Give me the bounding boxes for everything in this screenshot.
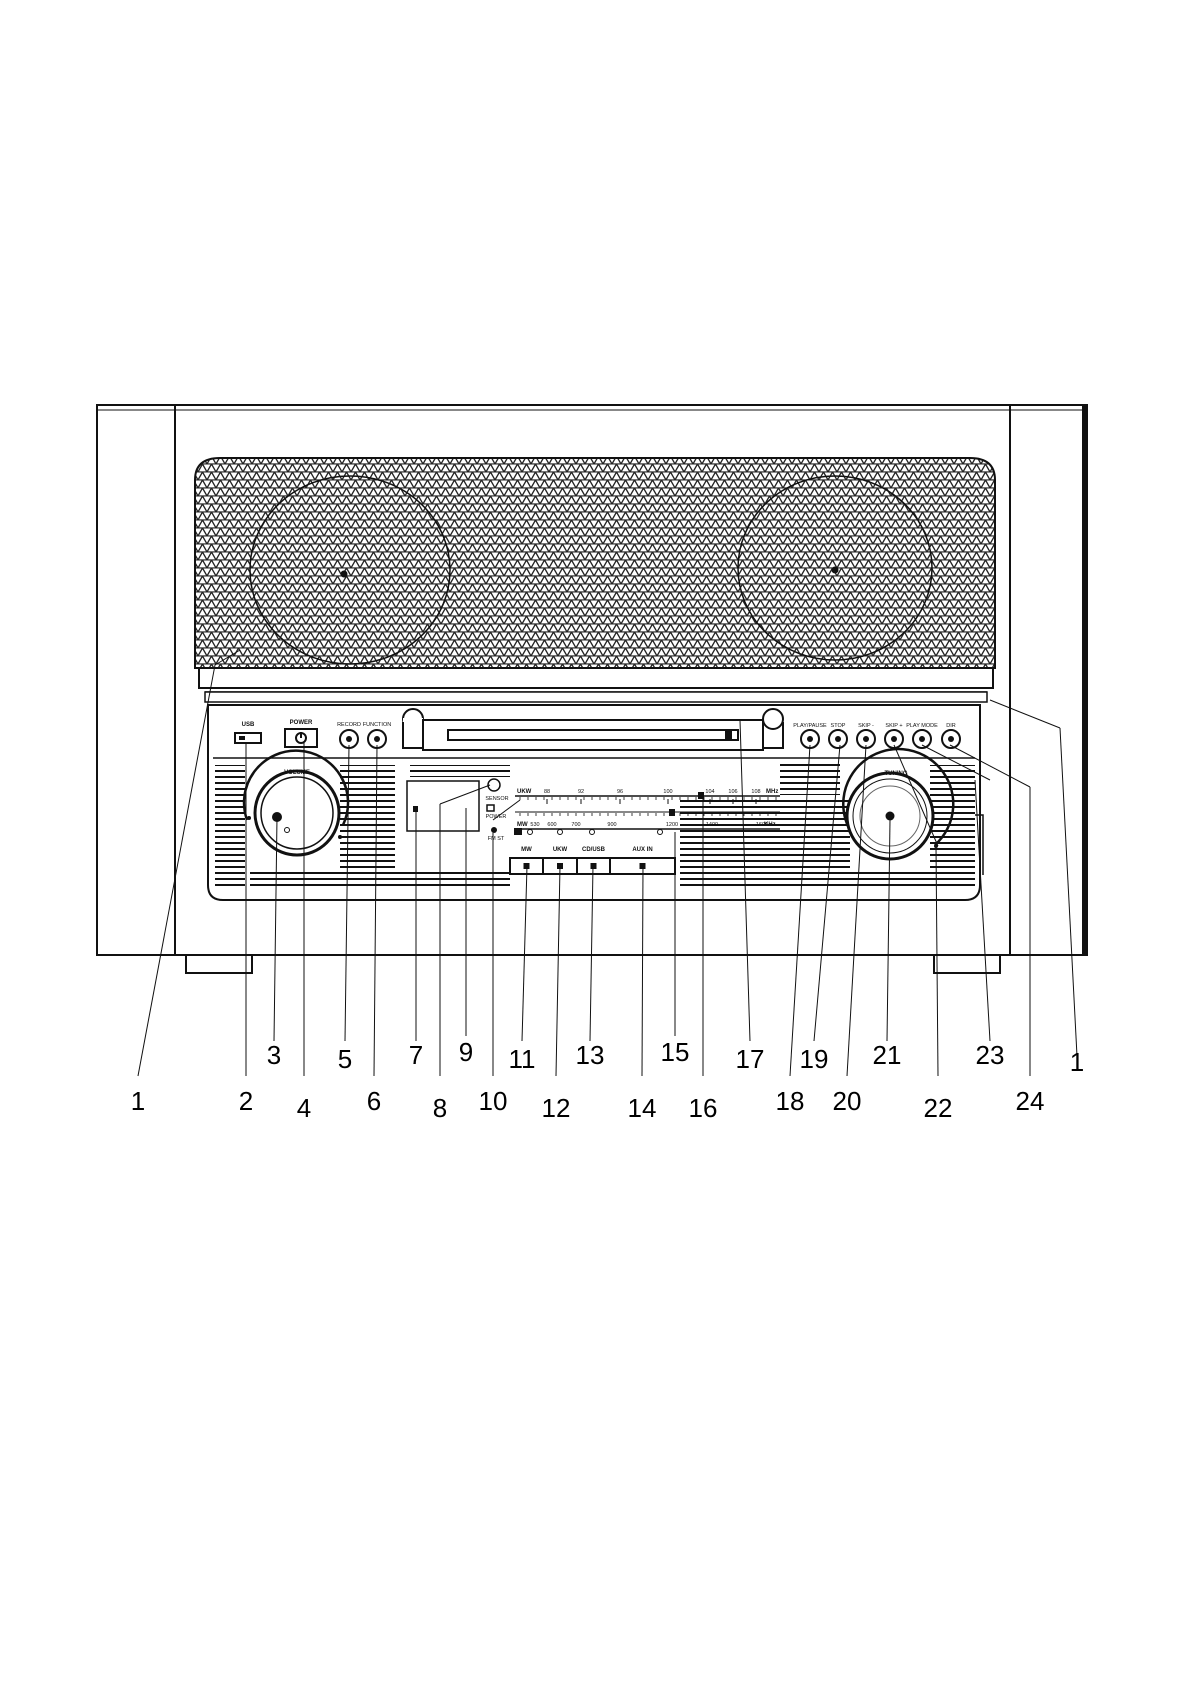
power-led — [487, 805, 494, 811]
am-tick-label: 1600 — [756, 822, 768, 828]
callout-19: 19 — [800, 1044, 829, 1074]
callout-4: 4 — [297, 1093, 311, 1123]
callout-1: 1 — [1070, 1047, 1084, 1077]
callout-3: 3 — [267, 1040, 281, 1070]
power-label: POWER — [290, 720, 313, 726]
callout-20: 20 — [833, 1086, 862, 1116]
callout-5: 5 — [338, 1044, 352, 1074]
usb-label: USB — [242, 722, 255, 728]
ukw-band-label: UKW — [553, 847, 568, 853]
play-mode-label: PLAY MODE — [906, 723, 938, 729]
callout-6: 6 — [367, 1086, 381, 1116]
fm-tick-label: 100 — [663, 789, 672, 795]
fm-tick-label: 106 — [728, 789, 737, 795]
fm-st-label: FM ST — [488, 836, 505, 842]
am-tick-label: 530 — [530, 822, 539, 828]
callout-22: 22 — [924, 1093, 953, 1123]
dial-pointer — [698, 792, 704, 799]
am-tick-label: 900 — [607, 822, 616, 828]
skip-plus-label: SKIP + — [885, 723, 902, 729]
fm-tick-label: 96 — [617, 789, 623, 795]
fm-unit-label: MHz — [766, 789, 778, 795]
aux-in-band-label: AUX IN — [632, 847, 652, 853]
callout-24: 24 — [1016, 1086, 1045, 1116]
callout-18: 18 — [776, 1086, 805, 1116]
dir-label: DIR — [946, 723, 956, 729]
am-tick-label: 1200 — [666, 822, 678, 828]
callout-1: 1 — [131, 1086, 145, 1116]
am-tick-label: 600 — [547, 822, 556, 828]
shelf-ledge — [199, 668, 993, 702]
callout-12: 12 — [542, 1093, 571, 1123]
mw-band-label: MW — [521, 847, 532, 853]
fm-tick-label: 88 — [544, 789, 550, 795]
cd-slot[interactable] — [448, 730, 738, 740]
callout-16: 16 — [689, 1093, 718, 1123]
callout-8: 8 — [433, 1093, 447, 1123]
callout-14: 14 — [628, 1093, 657, 1123]
fm-tick-label: 104 — [705, 789, 714, 795]
usb-port[interactable] — [235, 733, 261, 743]
volume-label: VOLUME — [284, 770, 310, 776]
callout-23: 23 — [976, 1040, 1005, 1070]
am-tick-label: 1400 — [706, 822, 718, 828]
record-label: RECORD — [337, 722, 361, 728]
skip-minus-label: SKIP - — [858, 723, 874, 729]
callout-10: 10 — [479, 1086, 508, 1116]
callout-13: 13 — [576, 1040, 605, 1070]
callout-9: 9 — [459, 1037, 473, 1067]
sensor-label: SENSOR — [485, 796, 508, 802]
fm-tick-label: 108 — [751, 789, 760, 795]
callout-15: 15 — [661, 1037, 690, 1067]
speaker-grille — [195, 458, 995, 668]
fm-tick-label: 92 — [578, 789, 584, 795]
callout-7: 7 — [409, 1040, 423, 1070]
stop-label: STOP — [831, 723, 846, 729]
tuning-label: TUNING — [885, 771, 908, 777]
callout-21: 21 — [873, 1040, 902, 1070]
fm-st-led — [491, 827, 497, 833]
power-led-label: POWER — [486, 814, 507, 820]
callout-17: 17 — [736, 1044, 765, 1074]
am-band-label: MW — [517, 822, 528, 828]
cd-usb-band-label: CD/USB — [582, 847, 606, 853]
am-tick-label: 700 — [571, 822, 580, 828]
callout-2: 2 — [239, 1086, 253, 1116]
play-pause-label: PLAY/PAUSE — [793, 723, 827, 729]
callout-11: 11 — [509, 1044, 536, 1074]
function-label: FUNCTION — [363, 722, 391, 728]
fm-band-label: UKW — [517, 789, 532, 795]
